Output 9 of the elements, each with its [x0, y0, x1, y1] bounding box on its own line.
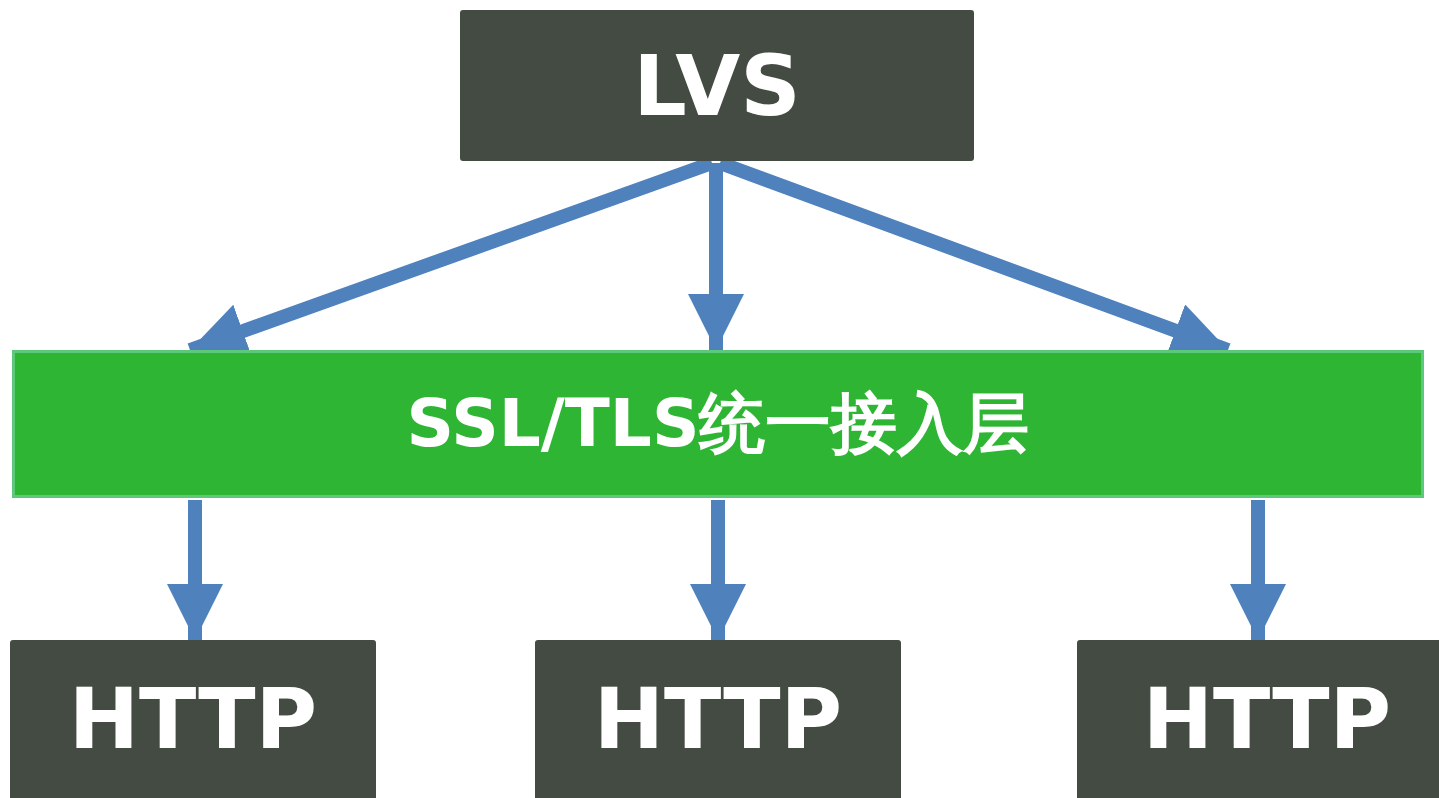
arrow	[690, 500, 746, 640]
arrow	[688, 163, 744, 350]
layer-band: SSL/TLS统一接入层	[12, 350, 1424, 498]
server-box: HTTP	[10, 640, 376, 798]
server-box: HTTP	[535, 640, 901, 798]
server-box: LVS	[460, 10, 974, 161]
server-box: HTTP	[1077, 640, 1439, 798]
arrow	[1230, 500, 1286, 640]
arrow	[167, 500, 223, 640]
